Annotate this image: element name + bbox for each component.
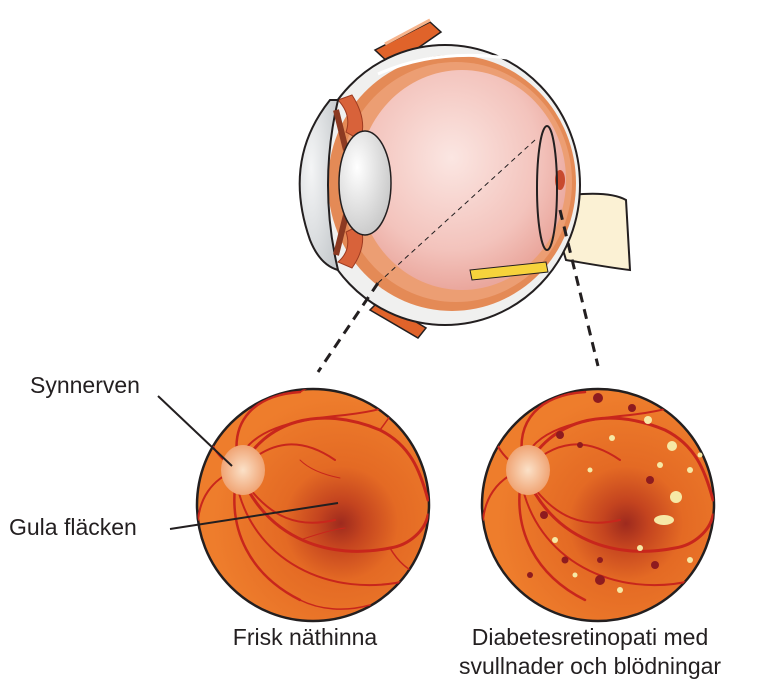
label-macula: Gula fläcken xyxy=(9,513,137,542)
caption-healthy-retina: Frisk näthinna xyxy=(200,623,410,652)
fundus-circle-healthy xyxy=(197,389,429,621)
fundus-diabetic xyxy=(482,389,714,621)
label-optic-nerve: Synnerven xyxy=(30,371,140,400)
pointer-optic-nerve xyxy=(158,396,232,466)
lens xyxy=(339,131,391,235)
caption-diabetic-line1: Diabetesretinopati med xyxy=(425,623,755,652)
fundus-healthy xyxy=(197,381,429,621)
eye-cross-section xyxy=(300,20,630,338)
fundus-circle-diabetic xyxy=(482,389,714,621)
optic-disc-healthy xyxy=(221,445,265,495)
caption-diabetic-line2: svullnader och blödningar xyxy=(425,652,755,681)
optic-disc-diabetic xyxy=(506,445,550,495)
caption-diabetic-retina: Diabetesretinopati med svullnader och bl… xyxy=(425,623,755,681)
